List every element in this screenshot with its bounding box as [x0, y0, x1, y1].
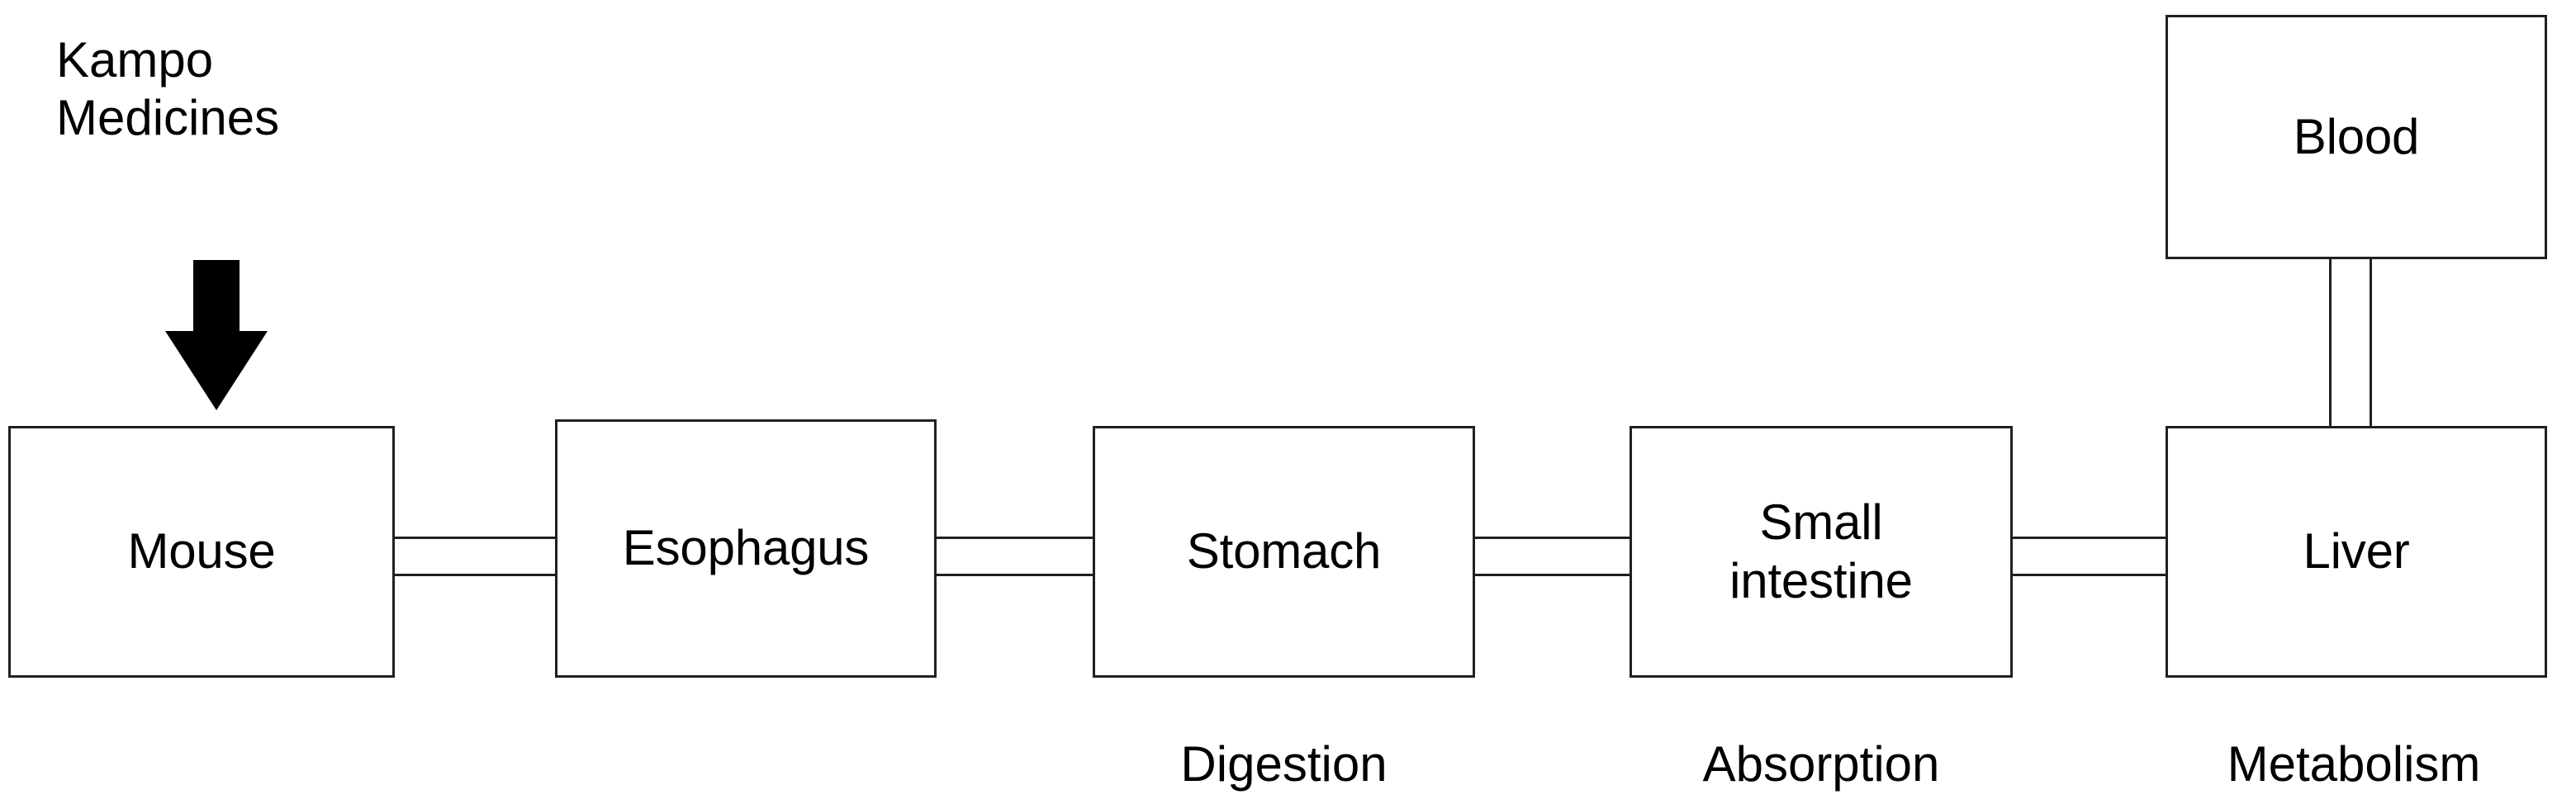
node-stomach[interactable]: Stomach	[1093, 426, 1475, 678]
node-mouse-label: Mouse	[127, 523, 276, 579]
connector-blood-to-liver	[2329, 252, 2372, 433]
node-stomach-label: Stomach	[1186, 523, 1382, 579]
connector-stomach-to-small-intestine	[1468, 537, 1636, 576]
node-blood[interactable]: Blood	[2166, 15, 2547, 259]
source-annotation-label: Kampo Medicines	[56, 32, 280, 145]
node-esophagus-label: Esophagus	[622, 520, 870, 576]
node-mouse[interactable]: Mouse	[8, 426, 395, 678]
node-esophagus[interactable]: Esophagus	[555, 419, 937, 678]
connector-esophagus-to-stomach	[929, 537, 1099, 576]
node-blood-label: Blood	[2293, 108, 2420, 164]
node-small-intestine-label: Small intestine	[1729, 494, 1913, 608]
caption-digestion: Digestion	[1180, 736, 1388, 792]
caption-metabolism: Metabolism	[2227, 736, 2481, 792]
node-small-intestine[interactable]: Small intestine	[1630, 426, 2013, 678]
node-liver[interactable]: Liver	[2166, 426, 2547, 678]
caption-absorption: Absorption	[1702, 736, 1940, 792]
down-arrow-icon	[165, 260, 268, 410]
node-liver-label: Liver	[2303, 523, 2410, 579]
connector-small-intestine-to-liver	[2005, 537, 2172, 576]
connector-mouse-to-esophagus	[388, 537, 563, 576]
